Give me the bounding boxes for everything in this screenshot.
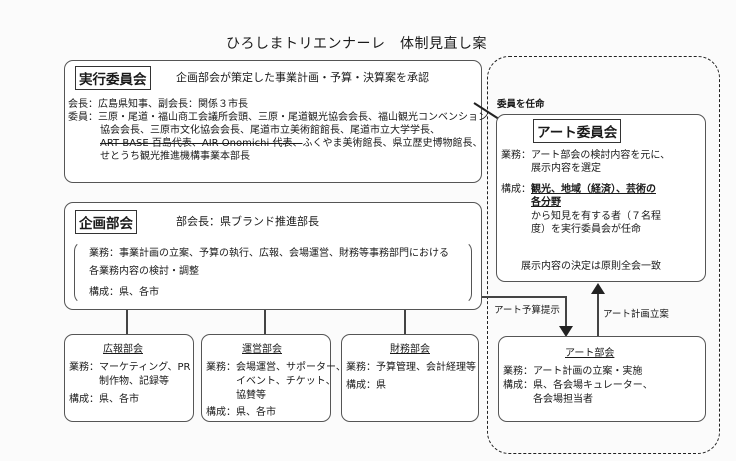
budget-flow-label: アート予算提示 — [494, 305, 560, 316]
executive-approval-text: 企画部会が策定した事業計画・予算・決算案を承認 — [176, 71, 429, 84]
budget-flow-line — [565, 296, 567, 330]
art-committee-composition: から知見を有する者（７名程 — [531, 211, 661, 222]
plan-flow-label: アート計画立案 — [603, 309, 669, 320]
art-committee-duties: 展示内容を選定 — [531, 163, 601, 174]
appoint-label: 委員を任命 — [497, 99, 545, 110]
pr-members: 構成：県、各市 — [69, 394, 139, 405]
executive-members-line: 委員：三原・尾道・福山商工会議所会頭、三原・尾道観光協会会長、福山観光コンベンシ… — [68, 112, 488, 123]
plan-arrow-head — [591, 283, 605, 294]
executive-members-line: せとうち観光推進機構事業本部長 — [100, 151, 250, 162]
executive-members-line: 協会会長、三原市文化協会会長、尾道市立美術館館長、尾道市立大学学長、 — [100, 125, 440, 136]
page-title: ひろしまトリエンナーレ 体制見直し案 — [226, 36, 487, 52]
art-committee-composition: 構成：観光、地域（経済）、芸術の — [501, 183, 656, 196]
budget-arrow-head — [559, 326, 573, 337]
art-committee-composition: 度）を実行委員会が任命 — [531, 224, 641, 235]
planning-committee-box: 企画部会 部会長：県ブランド推進部長 業務：事業計画の立案、予算の執行、広報、会… — [64, 202, 482, 310]
planning-duties: 業務：事業計画の立案、予算の執行、広報、会場運営、財務等事務部門における — [89, 248, 449, 259]
composition-fields: 各分野 — [531, 197, 561, 208]
finance-duties: 業務：予算管理、会計経理等 — [346, 362, 476, 373]
finance-committee-heading: 財務部会 — [390, 344, 430, 355]
decision-rule-text: 展示内容の決定は原則全会一致 — [521, 261, 661, 272]
art-committee-heading: アート委員会 — [533, 119, 622, 143]
composition-fields: 観光、地域（経済）、芸術の — [531, 184, 656, 195]
pr-committee-box: 広報部会 業務：マーケティング、PR 制作物、記録等 構成：県、各市 — [64, 334, 194, 422]
executive-committee-box: 実行委員会 企画部会が策定した事業計画・予算・決算案を承認 会長：広島県知事、副… — [64, 60, 488, 183]
operations-duties: 業務：会場運営、サポーター、 — [206, 362, 346, 373]
pr-duties: 制作物、記録等 — [99, 376, 169, 387]
composition-prefix: 構成： — [501, 184, 531, 195]
pr-committee-heading: 広報部会 — [103, 344, 143, 355]
planning-committee-heading: 企画部会 — [75, 210, 137, 234]
executive-chair-line: 会長：広島県知事、副会長：関係３市長 — [68, 99, 248, 110]
plan-flow-line — [597, 292, 599, 336]
planning-duties-bracket — [74, 241, 472, 304]
finance-committee-box: 財務部会 業務：予算管理、会計経理等 構成：県 — [341, 334, 479, 422]
planning-duties: 各業務内容の検討・調整 — [89, 266, 199, 277]
art-committee-box: アート委員会 業務：アート部会の検討内容を元に、 展示内容を選定 構成：観光、地… — [496, 114, 706, 282]
art-subcommittee-heading: アート部会 — [565, 348, 615, 359]
art-subcommittee-duties: 業務：アート計画の立案・実施 — [503, 366, 643, 377]
operations-committee-heading: 運営部会 — [242, 344, 282, 355]
operations-members: 構成：県、各市 — [206, 407, 276, 418]
planning-members: 構成：県、各市 — [89, 287, 159, 298]
art-subcommittee-members: 構成：県、各会場キュレーター、 — [503, 380, 653, 391]
planning-chair-text: 部会長：県ブランド推進部長 — [176, 215, 319, 228]
struck-members-text: ART BASE 百島代表、AIR Onomichi 代表、 — [100, 138, 303, 149]
connector-line — [126, 310, 128, 334]
art-group-dashed-border — [487, 56, 720, 454]
operations-duties: 協賛等 — [236, 390, 266, 401]
connector-line — [264, 310, 266, 334]
art-committee-duties: 業務：アート部会の検討内容を元に、 — [501, 150, 671, 161]
operations-committee-box: 運営部会 業務：会場運営、サポーター、 イベント、チケット、 協賛等 構成：県、… — [201, 334, 346, 422]
pr-duties: 業務：マーケティング、PR — [69, 362, 191, 373]
connector-line — [404, 310, 406, 334]
operations-duties: イベント、チケット、 — [236, 376, 336, 387]
finance-members: 構成：県 — [346, 380, 386, 391]
art-subcommittee-members: 各会場担当者 — [533, 394, 593, 405]
executive-members-text: ふくやま美術館長、県立歴史博物館長、 — [302, 138, 483, 149]
budget-flow-line — [482, 296, 566, 298]
art-subcommittee-box: アート部会 業務：アート計画の立案・実施 構成：県、各会場キュレーター、 各会場… — [498, 336, 706, 422]
executive-committee-heading: 実行委員会 — [75, 66, 151, 90]
executive-members-line: ART BASE 百島代表、AIR Onomichi 代表、ふくやま美術館長、県… — [100, 137, 482, 150]
